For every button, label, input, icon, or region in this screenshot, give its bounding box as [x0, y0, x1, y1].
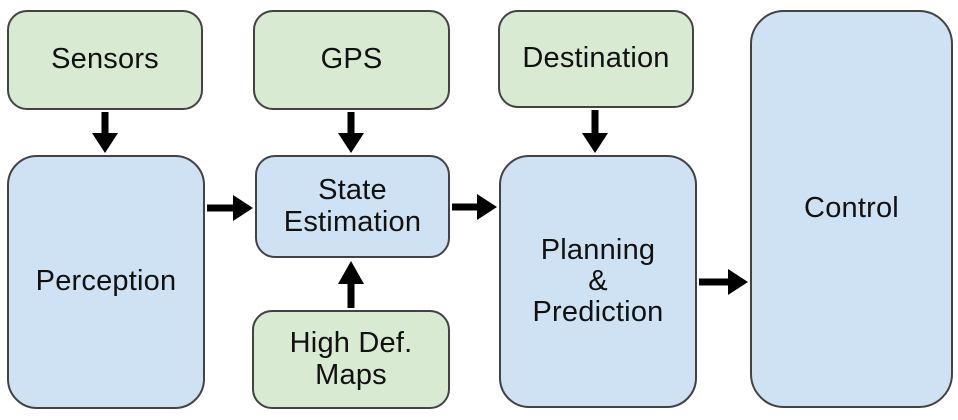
node-state-estimation: State Estimation — [255, 155, 450, 258]
node-high-def-maps: High Def. Maps — [252, 310, 450, 409]
node-perception: Perception — [7, 155, 205, 409]
arrow-maps-to-state-estimation — [338, 261, 364, 308]
node-state-estimation-label: State Estimation — [283, 174, 422, 238]
node-sensors-label: Sensors — [51, 43, 159, 76]
node-planning-prediction: Planning & Prediction — [499, 155, 697, 408]
arrow-state-estimation-to-planning — [452, 194, 497, 220]
node-control-label: Control — [804, 192, 899, 225]
node-control: Control — [750, 10, 953, 408]
node-sensors: Sensors — [7, 10, 203, 110]
node-planning-prediction-label: Planning & Prediction — [532, 233, 664, 328]
arrow-sensors-to-perception — [92, 112, 118, 153]
node-gps: GPS — [253, 10, 450, 110]
node-perception-label: Perception — [35, 265, 177, 298]
node-high-def-maps-label: High Def. Maps — [289, 327, 413, 391]
arrow-perception-to-state-estimation — [207, 195, 253, 221]
node-destination-label: Destination — [522, 42, 670, 75]
arrow-gps-to-state-estimation — [338, 112, 364, 153]
arrow-planning-to-control — [699, 269, 748, 295]
node-destination: Destination — [498, 10, 694, 108]
arrow-destination-to-planning — [582, 110, 608, 153]
node-gps-label: GPS — [320, 43, 383, 76]
